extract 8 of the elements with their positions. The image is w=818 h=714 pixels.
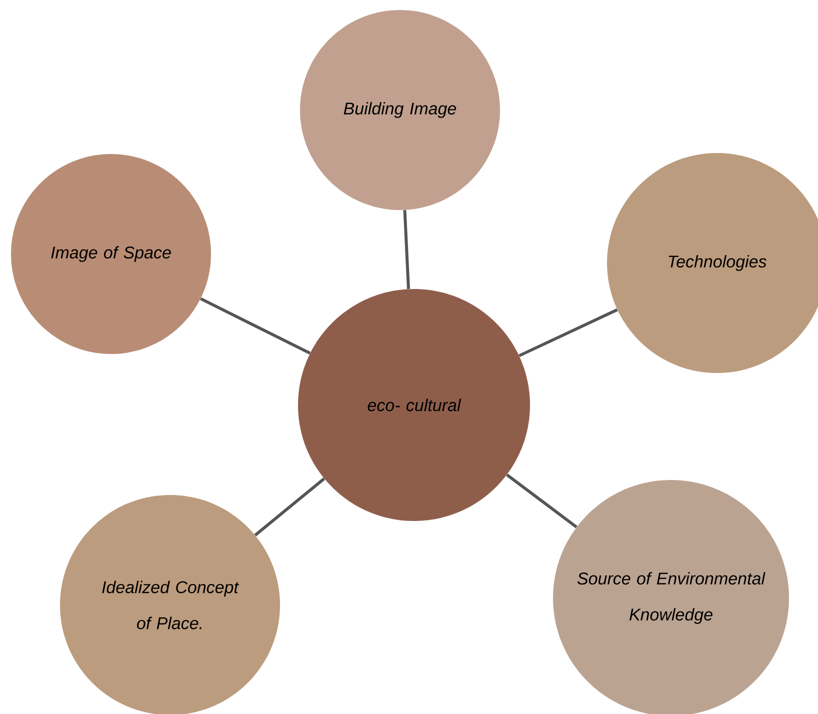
- circle-node: eco- cultural: [298, 289, 530, 521]
- connector-line: [200, 297, 311, 355]
- connector-line: [518, 308, 618, 358]
- circle-node: Building Image: [300, 10, 500, 210]
- connector-line: [506, 474, 578, 528]
- connector-line: [403, 210, 410, 290]
- connector-line: [254, 478, 326, 536]
- circle-node: Image of Space: [11, 154, 211, 354]
